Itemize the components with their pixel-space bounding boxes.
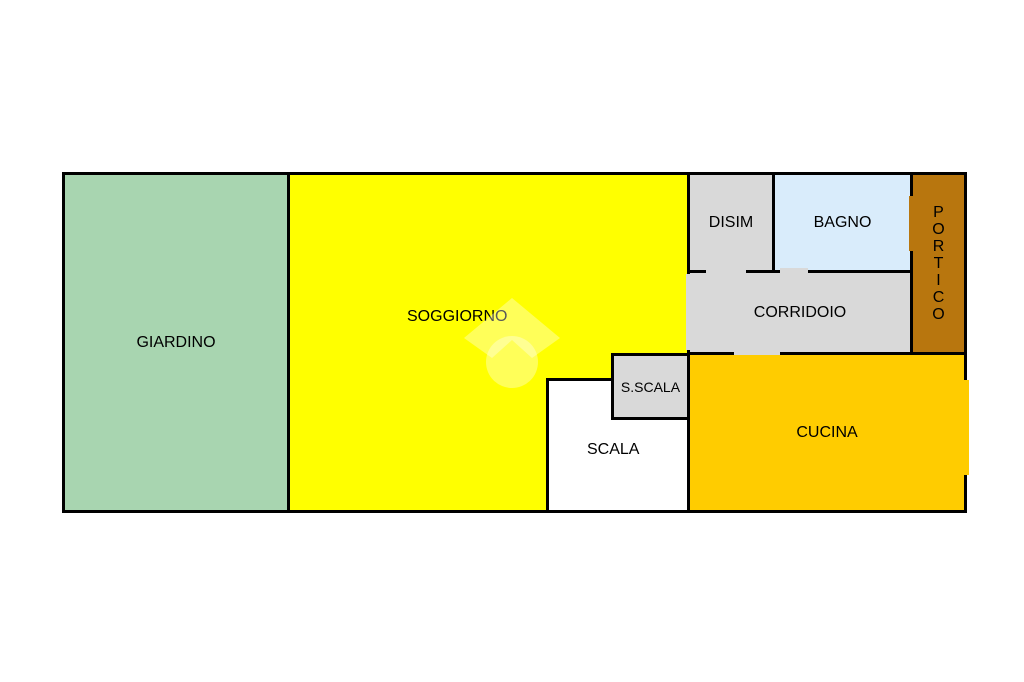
room-label-bagno: BAGNO (813, 213, 872, 231)
door-corridoio-cucina (734, 350, 780, 355)
room-sscala: S.SCALA (611, 353, 690, 420)
room-label-scala: SCALA (587, 441, 640, 458)
portico-letter: O (932, 306, 945, 323)
room-cucina: CUCINA (687, 352, 967, 513)
door-soggiorno-corridoio (686, 274, 691, 350)
room-label-corridoio: CORRIDOIO (753, 303, 847, 321)
portico-letter: P (933, 204, 944, 221)
door-portico-bagno (909, 196, 914, 251)
room-corridoio: CORRIDOIO (687, 270, 913, 355)
portico-letter: I (936, 272, 941, 289)
room-bagno: BAGNO (772, 172, 913, 273)
door-cucina-right (964, 380, 969, 475)
room-label-cucina: CUCINA (796, 423, 858, 441)
room-giardino: GIARDINO (62, 172, 290, 513)
scala-top-wall (546, 378, 614, 381)
room-label-giardino: GIARDINO (136, 333, 216, 351)
portico-letter: T (933, 255, 944, 272)
scala-label-wrap: SCALA (587, 441, 639, 459)
door-disim-corridoio (706, 268, 746, 274)
portico-letter: C (932, 289, 945, 306)
room-label-soggiorno: SOGGIORNO (407, 308, 508, 325)
room-disim: DISIM (687, 172, 775, 273)
room-label-disim: DISIM (708, 213, 754, 231)
portico-letter: O (932, 221, 945, 238)
soggiorno-label-wrap: SOGGIORNO (407, 308, 507, 326)
door-bagno-corridoio (780, 268, 808, 274)
room-label-sscala: S.SCALA (620, 378, 681, 395)
portico-letter: R (932, 238, 945, 255)
